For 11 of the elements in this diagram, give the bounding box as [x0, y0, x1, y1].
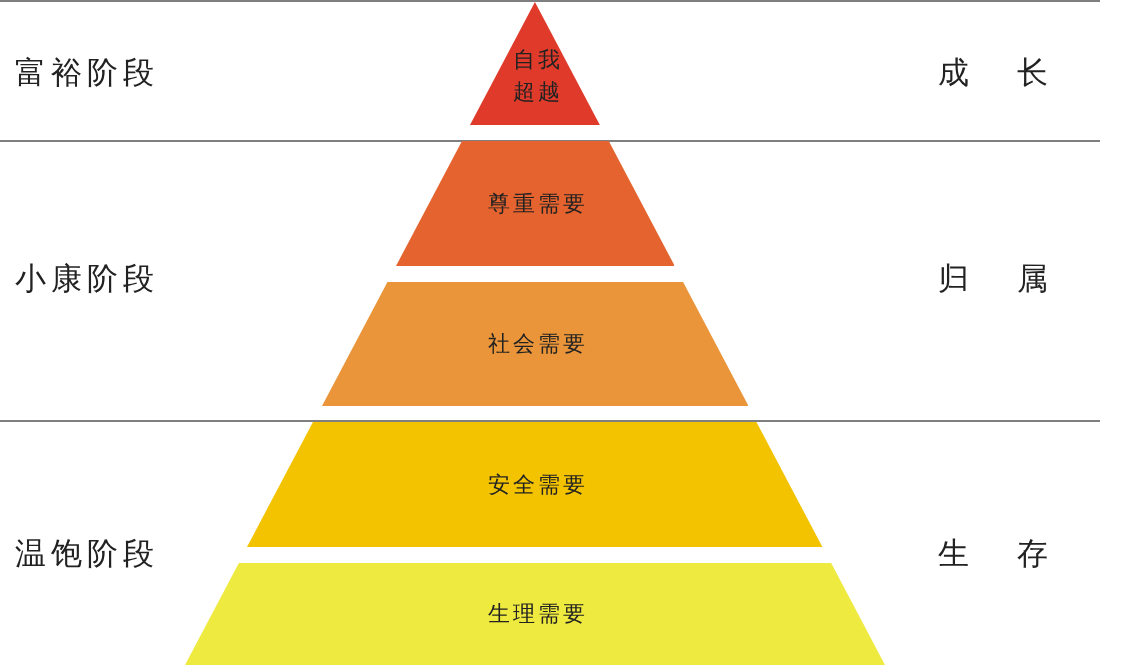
- level-label: 成长: [938, 54, 1096, 90]
- level-label: 生存: [938, 535, 1096, 571]
- tier-label: 尊重需要: [487, 189, 589, 218]
- tier-label: 生理需要: [487, 600, 589, 628]
- tier-label: 自我超越: [512, 45, 564, 106]
- tier-label: 安全需要: [487, 470, 589, 499]
- tier-label: 社会需要: [487, 330, 589, 358]
- stage-label: 温饱阶段: [15, 535, 159, 571]
- level-label: 归属: [938, 260, 1096, 296]
- stage-label: 富裕阶段: [15, 54, 159, 90]
- stage-label: 小康阶段: [15, 260, 159, 296]
